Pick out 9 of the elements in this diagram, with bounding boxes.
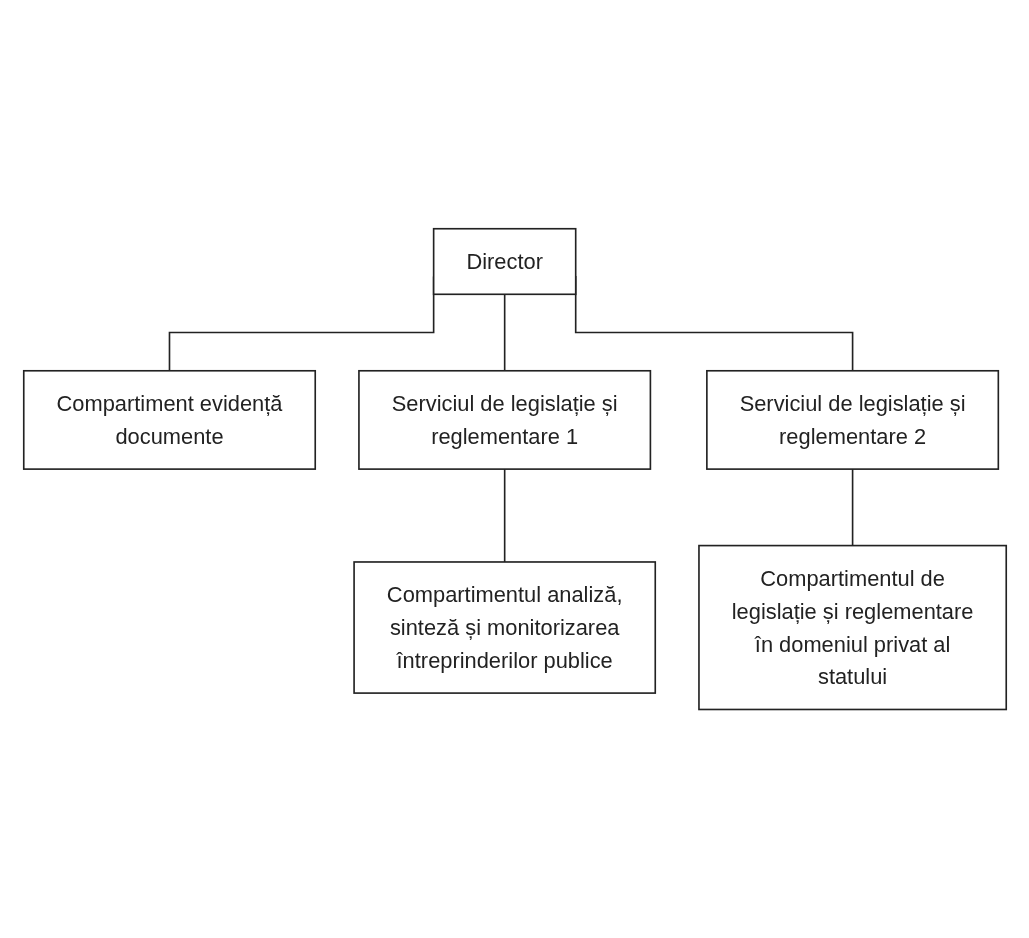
- connector: [851, 468, 853, 547]
- node-box: Compartimentul de legislație și reglementare în domeniul privat al statului: [697, 544, 1007, 711]
- node-box: Director: [432, 227, 577, 295]
- connector: [503, 293, 505, 372]
- node-box: Compartimentul analiză, sinteză și monitorizarea întreprinderilor publice: [352, 561, 656, 694]
- connector: [503, 468, 505, 563]
- node-box: Serviciul de legislație și reglementare 1: [357, 369, 651, 470]
- node-box: Serviciul de legislație și reglementare 2: [705, 369, 999, 470]
- node-box: Compartiment evidență documente: [22, 369, 316, 470]
